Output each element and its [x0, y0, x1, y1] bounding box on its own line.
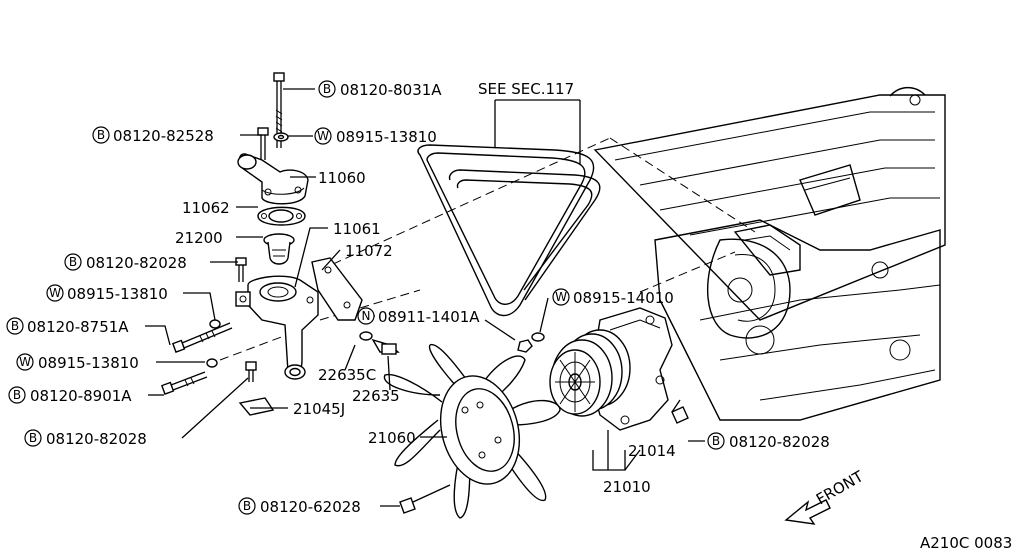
callout-prefix: B	[243, 499, 251, 513]
callout-prefix: W	[49, 286, 61, 300]
engine-block	[593, 86, 946, 421]
callout-prefix: W	[317, 129, 329, 143]
callout-prefix-circle	[8, 386, 26, 404]
see-section-label: SEE SEC.117	[478, 80, 574, 98]
callout-11062: 11062	[182, 199, 230, 217]
callout-08120-8901A: 08120-8901A	[30, 387, 132, 405]
callout-prefix: W	[19, 355, 31, 369]
callout-prefix: N	[362, 309, 371, 323]
callout-08915-13810: 08915-13810	[67, 285, 168, 303]
callout-21060: 21060	[368, 429, 416, 447]
callout-prefix: B	[69, 255, 77, 269]
callout-prefix-circle	[318, 80, 336, 98]
callout-prefix-circle	[552, 288, 570, 306]
callout-21045J: 21045J	[293, 400, 345, 418]
callout-22635: 22635	[352, 387, 400, 405]
leader-lines	[145, 88, 705, 507]
callout-08120-82528: 08120-82528	[113, 127, 214, 145]
callout-labels: B 08120-8031A B 08120-82528 W 08915-1381…	[6, 80, 830, 516]
callout-prefix-circle	[16, 353, 34, 371]
callout-11060: 11060	[318, 169, 366, 187]
callout-08120-82028: 08120-82028	[729, 433, 830, 451]
callout-prefix-circle	[6, 317, 24, 335]
figure-code: A210C 0083	[920, 534, 1012, 552]
callout-prefix-circle	[238, 497, 256, 515]
callout-prefix-circle	[46, 284, 64, 302]
callout-22635C: 22635C	[318, 366, 376, 384]
reference-lines	[219, 137, 756, 361]
callout-08120-82028: 08120-82028	[86, 254, 187, 272]
callout-prefix: B	[29, 431, 37, 445]
callout-21200: 21200	[175, 229, 223, 247]
front-arrow-icon	[784, 499, 831, 525]
callout-prefix-circle	[314, 127, 332, 145]
front-direction-indicator: FRONT	[784, 467, 867, 525]
callout-08120-8031A: 08120-8031A	[340, 81, 442, 99]
callout-08911-1401A: 08911-1401A	[378, 308, 480, 326]
callout-prefix-circle	[92, 126, 110, 144]
callout-prefix-circle	[64, 253, 82, 271]
callout-08915-13810: 08915-13810	[336, 128, 437, 146]
water-pump	[549, 307, 689, 431]
callout-prefix-circle	[357, 307, 375, 325]
callout-prefix: B	[712, 434, 720, 448]
callout-08915-13810: 08915-13810	[38, 354, 139, 372]
callout-prefix: B	[323, 82, 331, 96]
callout-08120-82028: 08120-82028	[46, 430, 147, 448]
cooling-fan	[383, 344, 561, 519]
drive-belt	[417, 144, 601, 317]
callout-21010: 21010	[603, 478, 651, 496]
callout-08915-14010: 08915-14010	[573, 289, 674, 307]
front-label: FRONT	[813, 467, 867, 509]
callout-prefix: B	[97, 128, 105, 142]
callout-prefix: W	[555, 290, 567, 304]
callout-11072: 11072	[345, 242, 393, 260]
thermostat-parts	[160, 72, 545, 416]
callout-11061: 11061	[333, 220, 381, 238]
callout-21014: 21014	[628, 442, 676, 460]
see-section-bracket: SEE SEC.117	[478, 80, 581, 165]
callout-prefix-circle	[24, 429, 42, 447]
callout-prefix: B	[13, 388, 21, 402]
callout-prefix-circle	[707, 432, 725, 450]
callout-prefix: B	[11, 319, 19, 333]
callout-08120-62028: 08120-62028	[260, 498, 361, 516]
callout-08120-8751A: 08120-8751A	[27, 318, 129, 336]
